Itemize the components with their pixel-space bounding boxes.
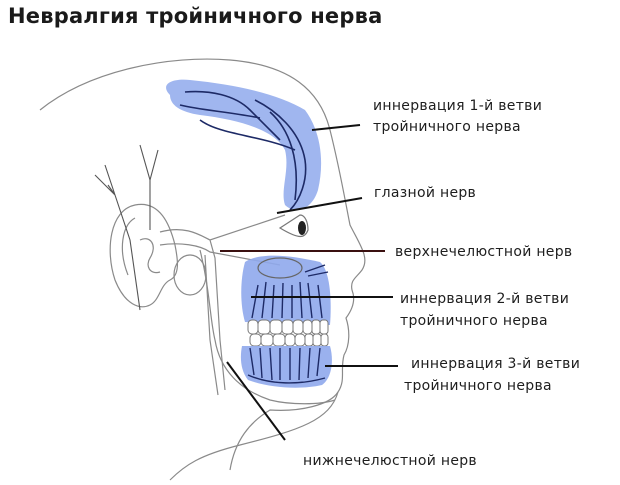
occipital-nerves <box>94 144 159 311</box>
label-maxillary-nerve: верхнечелюстной нерв <box>395 244 573 260</box>
label-branch3-line2: тройничного нерва <box>404 378 552 394</box>
branch3-innervation-area <box>240 346 332 388</box>
leader-ophthalmic <box>276 197 363 214</box>
label-branch1-line1: иннервация 1-й ветви <box>373 98 543 114</box>
label-mandibular-nerve: нижнечелюстной нерв <box>303 453 477 469</box>
leader-lines <box>220 124 398 441</box>
trigeminal-nerve-trunk <box>159 214 286 396</box>
ear <box>109 203 207 308</box>
branch1-innervation-area <box>166 79 322 211</box>
lower-teeth <box>249 333 329 347</box>
label-ophthalmic-nerve: глазной нерв <box>374 185 477 201</box>
diagram-title: Невралгия тройничного нерва <box>8 4 383 28</box>
branch2-innervation-area <box>241 255 331 325</box>
label-branch3-line1: иннервация 3-й ветви <box>411 356 581 372</box>
label-branch2-line2: тройничного нерва <box>400 313 548 329</box>
label-branch2-line1: иннервация 2-й ветви <box>400 291 570 307</box>
head-outline <box>39 58 366 481</box>
label-branch1-line2: тройничного нерва <box>373 119 521 135</box>
leader-mandibular <box>226 361 286 441</box>
eye <box>278 214 309 238</box>
leader-branch1 <box>311 124 361 131</box>
upper-teeth <box>247 319 329 335</box>
